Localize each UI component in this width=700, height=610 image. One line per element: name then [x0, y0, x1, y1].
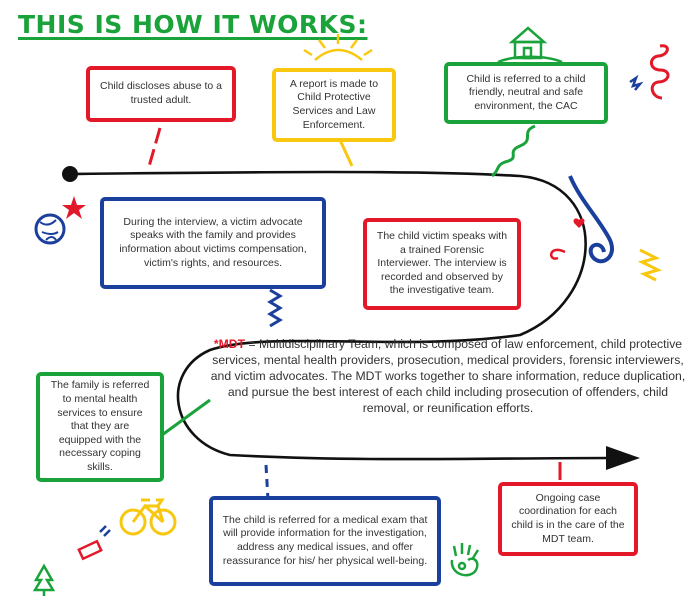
connector-advocate — [267, 288, 283, 328]
mdt-label: *MDT — [213, 337, 246, 351]
page-title: THIS IS HOW IT WORKS: — [18, 10, 368, 39]
connector-report — [338, 139, 354, 167]
step-medical-text: The child is referred for a medical exam… — [222, 513, 428, 567]
connector-disclose — [146, 127, 162, 171]
step-ongoing-text: Ongoing case coordination for each child… — [511, 491, 625, 545]
step-report-box: A report is made to Child Protective Ser… — [272, 68, 396, 142]
star-icon — [62, 196, 86, 219]
connector-interview — [550, 248, 566, 260]
step-ongoing-box: Ongoing case coordination for each child… — [498, 482, 638, 556]
connector-medical — [264, 464, 270, 501]
flow-start-dot — [62, 166, 78, 182]
house-icon — [497, 26, 563, 64]
heart-icon — [573, 218, 585, 228]
flow-path — [69, 170, 613, 461]
step-advocate-text: During the interview, a victim advocate … — [119, 215, 307, 269]
step-report-text: A report is made to Child Protective Ser… — [289, 77, 379, 131]
step-disclose-box: Child discloses abuse to a trusted adult… — [86, 66, 236, 122]
step-mental-health-box: The family is referred to mental health … — [36, 372, 164, 482]
hand-icon — [450, 543, 480, 577]
blue-curl-doodle — [568, 175, 614, 264]
step-medical-box: The child is referred for a medical exam… — [209, 496, 441, 586]
step-advocate-box: During the interview, a victim advocate … — [100, 197, 326, 289]
step-referred-text: Child is referred to a child friendly, n… — [466, 72, 586, 112]
tree-icon — [32, 563, 56, 596]
connector-referred — [491, 124, 536, 178]
bicycle-icon — [119, 498, 177, 536]
globe-icon — [34, 213, 66, 245]
step-mental-health-text: The family is referred to mental health … — [50, 379, 150, 474]
step-interview-box: The child victim speaks with a trained F… — [363, 218, 521, 310]
sun-doodle — [303, 34, 373, 61]
mdt-definition: *MDT = Multidisciplinary Team, which is … — [208, 336, 688, 416]
red-rectangle-doodle — [77, 539, 103, 561]
step-disclose-text: Child discloses abuse to a trusted adult… — [100, 80, 222, 106]
step-interview-text: The child victim speaks with a trained F… — [376, 229, 508, 297]
connector-mental-health — [161, 398, 211, 437]
mdt-text: = Multidisciplinary Team, which is compo… — [210, 337, 686, 416]
flow-arrowhead — [606, 446, 640, 470]
blue-scribble-icon — [629, 74, 644, 91]
spiral-doodle — [650, 44, 670, 100]
yellow-zigzag-doodle — [637, 248, 663, 282]
blue-dash-doodle — [99, 525, 111, 537]
step-referred-box: Child is referred to a child friendly, n… — [444, 62, 608, 124]
